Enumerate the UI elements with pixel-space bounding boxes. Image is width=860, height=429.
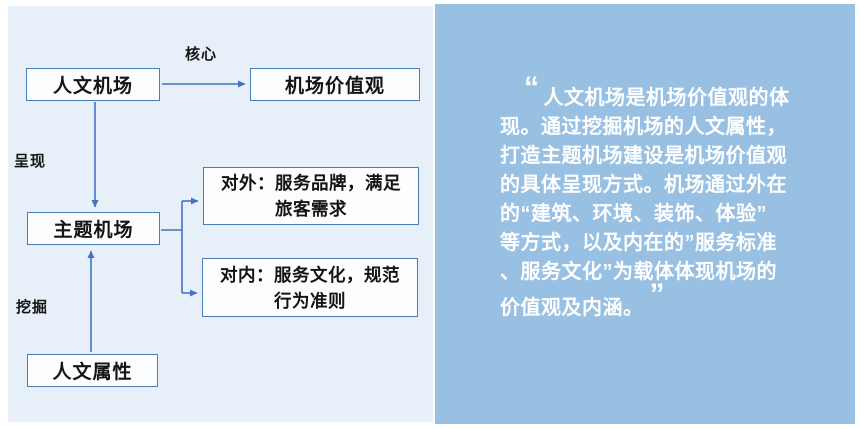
- quote-line: 、服务文化”为载体体现机场的: [500, 261, 777, 283]
- node-label: 机场价值观: [284, 76, 385, 97]
- node-label: 人文机场: [52, 76, 133, 97]
- quote-line: 的具体呈现方式。机场通过外在: [500, 174, 787, 196]
- node-label-line: 旅客需求: [275, 199, 347, 219]
- edge-label-excavate: 挖掘: [16, 299, 49, 316]
- node-label: 人文属性: [52, 362, 133, 383]
- quote-line: 现。通过挖掘机场的人文属性，: [500, 116, 787, 138]
- quote-line: 打造主题机场建设是机场价值观: [500, 145, 787, 167]
- node-humanistic-airport: 人文机场: [26, 68, 160, 101]
- quote-text-block: “人文机场是机场价值观的体 现。通过挖掘机场的人文属性， 打造主题机场建设是机场…: [500, 71, 830, 323]
- node-airport-values: 机场价值观: [250, 68, 420, 101]
- quote-line: “人文机场是机场价值观的体: [524, 71, 790, 110]
- quote-line-text: 人文机场是机场价值观的体: [543, 87, 790, 109]
- node-label-line: 行为准则: [274, 290, 346, 311]
- quote-line: 的“建筑、环境、装饰、体验”: [500, 203, 767, 225]
- quote-line-text: 价值观及内涵。: [500, 297, 644, 319]
- node-humanistic-attributes: 人文属性: [27, 354, 158, 387]
- node-label: 主题机场: [53, 220, 134, 241]
- node-theme-airport: 主题机场: [27, 212, 160, 245]
- quote-panel: [435, 4, 855, 424]
- quote-line: 价值观及内涵。”: [500, 278, 665, 320]
- quote-line: 等方式，以及内在的”服务标准: [500, 232, 777, 254]
- edge-label-present: 呈现: [14, 153, 47, 170]
- node-internal-service-culture: 对内：服务文化，规范 行为准则: [202, 258, 418, 317]
- node-external-service-brand: 对外：服务品牌，满足 旅客需求: [203, 167, 419, 225]
- edge-label-core: 核心: [185, 46, 218, 63]
- node-label-line: 对外：服务品牌，满足: [221, 173, 401, 193]
- node-label-line: 对内：服务文化，规范: [220, 264, 400, 285]
